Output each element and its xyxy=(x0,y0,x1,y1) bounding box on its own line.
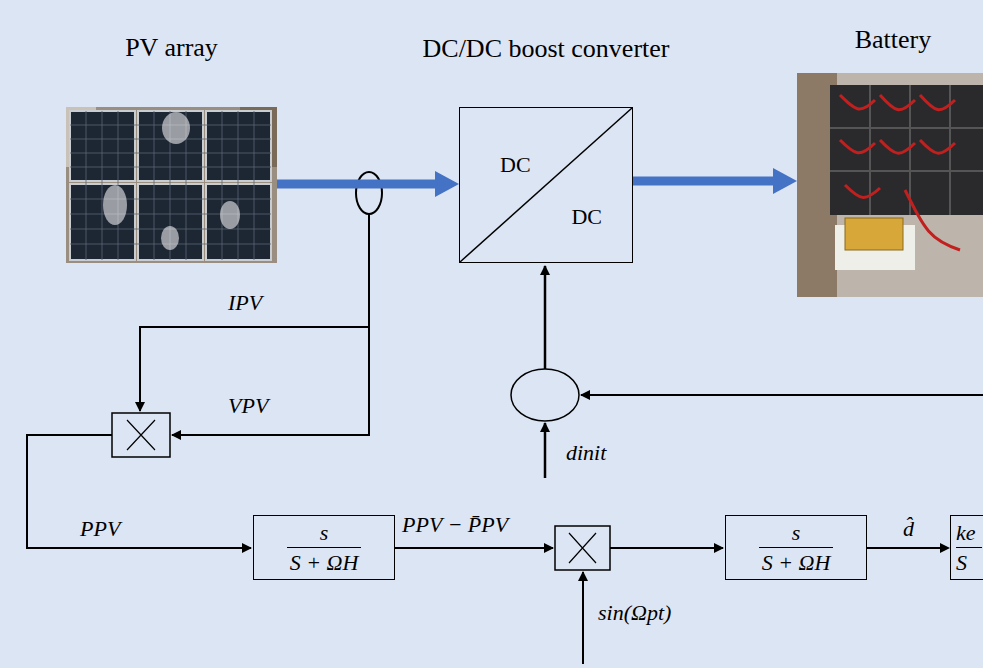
glare-spot xyxy=(162,112,190,144)
numerator: ke xyxy=(956,520,976,545)
cell-grid xyxy=(70,111,271,260)
duty-wire xyxy=(544,266,547,369)
converter-diagonal xyxy=(460,108,632,262)
highpass-filter-box: s S + ΩH xyxy=(253,515,395,580)
feedback-wire xyxy=(581,394,983,396)
signal-name: VPV xyxy=(228,393,268,419)
cable xyxy=(920,95,955,110)
cable xyxy=(880,95,915,110)
battery: Battery xyxy=(797,73,983,297)
power-flow-arrow xyxy=(277,171,459,197)
multiplier xyxy=(112,413,170,457)
cell-lines xyxy=(86,111,254,260)
signal-name: sin(Ωpt) xyxy=(598,600,671,626)
sine-wire xyxy=(582,572,584,664)
solar-panel xyxy=(138,184,203,260)
init-wire xyxy=(544,423,547,478)
solar-panel xyxy=(206,184,271,260)
denominator: S + ΩH xyxy=(762,550,831,575)
pv-array-photo xyxy=(66,107,277,263)
signal-name: PPV xyxy=(80,516,120,542)
current-sensor xyxy=(356,172,382,214)
edge-label: d̂ xyxy=(903,516,914,542)
signal-name: dinit xyxy=(566,440,606,466)
multiplier-cross xyxy=(127,420,155,450)
multiplier-cross xyxy=(569,533,596,563)
fraction-bar xyxy=(956,547,982,548)
multiplier xyxy=(555,526,610,570)
integrator-box: keS xyxy=(950,515,983,580)
photo-background xyxy=(66,107,277,263)
solar-panel xyxy=(206,111,271,181)
cable xyxy=(920,140,955,153)
signal-name: IPV xyxy=(228,290,262,316)
solar-panel xyxy=(138,111,203,181)
denominator: S + ΩH xyxy=(290,550,359,575)
connector-line xyxy=(277,180,436,189)
highpass-filter-box: s S + ΩH xyxy=(725,515,867,580)
glare-spot xyxy=(161,226,179,250)
battery-photo xyxy=(797,73,983,297)
converter-box: DC/DC boost converterDCDC xyxy=(459,107,633,263)
solar-panels xyxy=(70,111,271,260)
summing-junction xyxy=(511,369,579,421)
numerator: s xyxy=(320,520,329,545)
cable xyxy=(845,185,880,197)
fraction-bar xyxy=(759,547,834,548)
arrowhead xyxy=(435,171,459,197)
glare-spot xyxy=(103,185,127,225)
signal-wire xyxy=(395,547,553,549)
port-label: DC xyxy=(571,204,602,230)
connector-line xyxy=(633,177,774,186)
signal-arrow xyxy=(867,543,950,553)
port-label: DC xyxy=(500,152,531,178)
cable xyxy=(840,140,875,153)
arrowhead xyxy=(940,543,950,553)
cable xyxy=(840,95,875,109)
heading: Battery xyxy=(855,25,932,55)
glare-spot xyxy=(220,201,240,229)
power-wire xyxy=(27,435,251,548)
power-flow-arrow xyxy=(633,168,797,194)
battery-cables xyxy=(840,95,960,250)
resistor-box xyxy=(845,218,903,250)
heading: DC/DC boost converter xyxy=(423,34,670,64)
connector-line xyxy=(867,547,941,549)
glare xyxy=(103,112,240,250)
multiplier-box xyxy=(112,413,170,457)
pv-array: PV array xyxy=(66,107,277,263)
signal-name: PPV − P̄PV xyxy=(402,512,508,538)
arrowhead xyxy=(773,168,797,194)
signal-wire xyxy=(610,547,723,549)
voltage-wire xyxy=(172,214,369,435)
fraction-bar xyxy=(287,547,362,548)
solar-panel xyxy=(70,111,135,181)
cable xyxy=(880,140,915,153)
heading: PV array xyxy=(125,33,218,63)
multiplier-box xyxy=(555,526,610,570)
denominator: S xyxy=(956,550,967,575)
solar-panel xyxy=(70,184,135,260)
numerator: s xyxy=(792,520,801,545)
